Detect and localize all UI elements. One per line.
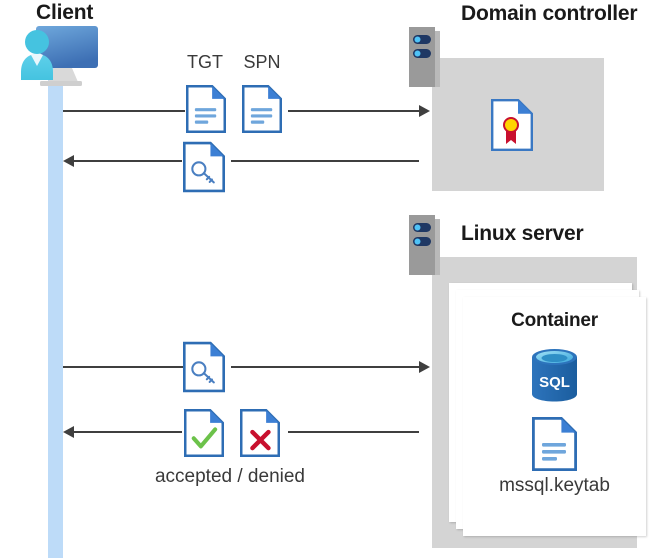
keytab-filename-label: mssql.keytab (499, 475, 610, 496)
sql-database-icon: SQL (526, 347, 583, 404)
spn-label: SPN (243, 52, 281, 72)
flow-line-linux-to-client-right (288, 431, 419, 433)
arrowhead-to-client-top (63, 155, 74, 167)
client-workstation-icon (10, 24, 102, 86)
server-rack-icon (409, 215, 440, 275)
container-card-front: Container SQL (463, 297, 646, 536)
flow-line-client-to-linux-right (231, 366, 419, 368)
client-title: Client (36, 1, 94, 24)
document-check-icon (184, 408, 224, 458)
server-rack-icon (409, 27, 440, 87)
flow-line-client-to-dc-left (63, 110, 185, 112)
client-lifeline (48, 60, 63, 558)
arrowhead-to-dc (419, 105, 430, 117)
document-certificate-icon (491, 99, 533, 151)
svg-text:SQL: SQL (539, 374, 570, 391)
document-key-icon (183, 341, 225, 393)
flow-line-dc-to-client-left (74, 160, 182, 162)
document-cross-icon (240, 408, 280, 458)
verdict-label: accepted / denied (154, 466, 305, 487)
document-lines-icon (242, 84, 282, 134)
linux-server-title: Linux server (461, 222, 584, 245)
flow-line-client-to-linux-left (63, 366, 185, 368)
domain-controller-title: Domain controller (461, 2, 638, 25)
container-title: Container (511, 310, 598, 331)
flow-line-client-to-dc-right (288, 110, 419, 112)
document-lines-icon (186, 84, 226, 134)
tgt-label: TGT (187, 52, 223, 72)
arrowhead-to-linux (419, 361, 430, 373)
flow-line-linux-to-client-left (74, 431, 182, 433)
document-key-icon (183, 141, 225, 193)
arrowhead-to-client-bottom (63, 426, 74, 438)
document-lines-icon (532, 417, 577, 471)
flow-line-dc-to-client-right (231, 160, 419, 162)
